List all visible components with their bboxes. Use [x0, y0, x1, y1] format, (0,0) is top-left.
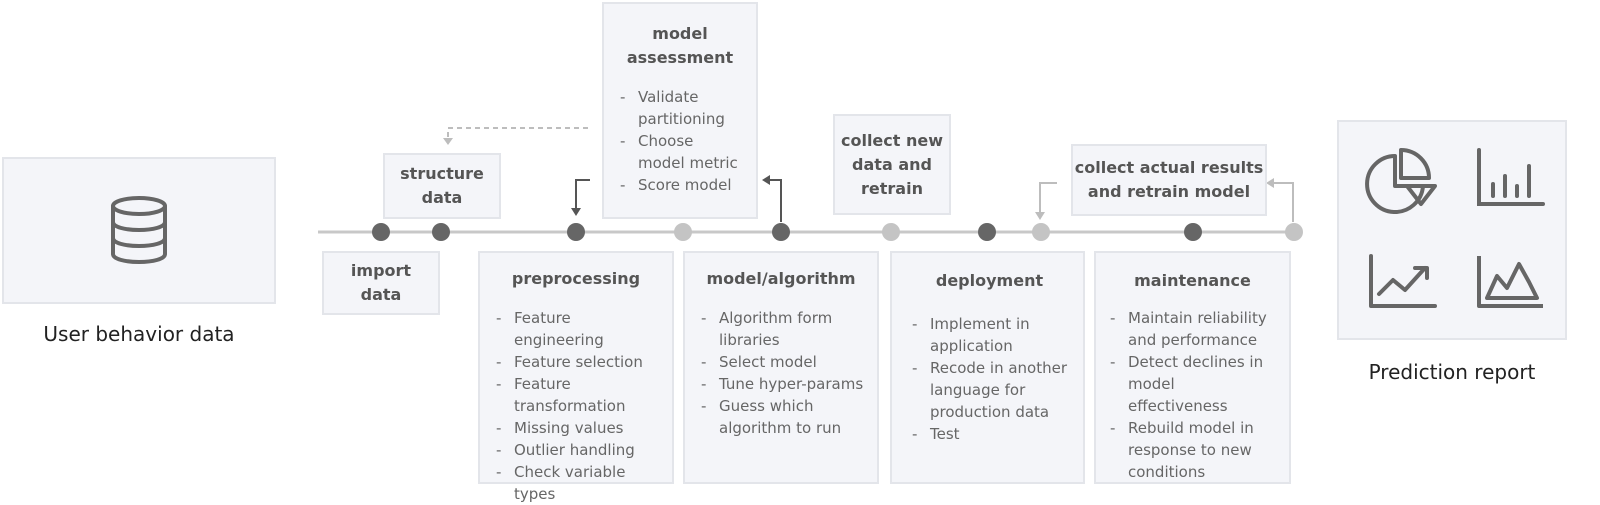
model-assessment-title: model assessment — [626, 24, 734, 67]
user-behavior-caption: User behavior data — [43, 322, 235, 346]
trend-line-icon — [1369, 254, 1437, 308]
list-item: Feature transformation — [492, 373, 660, 417]
model-assessment-box: model assessment Validate partitioning C… — [602, 2, 758, 219]
list-item: Score model — [616, 174, 744, 196]
structure-data-box: structure data — [383, 153, 501, 219]
database-icon — [111, 195, 167, 264]
list-item: Choose model metric — [616, 130, 744, 174]
maintenance-list: Maintain reliability and performance Det… — [1106, 307, 1279, 483]
maintenance-title: maintenance — [1134, 271, 1251, 290]
timeline-dot — [567, 223, 585, 241]
timeline-dot — [372, 223, 390, 241]
dashed-feedback-arrow — [447, 127, 588, 140]
assessment-return-arrow — [768, 179, 782, 222]
timeline-dot — [674, 223, 692, 241]
bar-chart-icon — [1477, 148, 1545, 206]
collect-new-data-box: collect new data and retrain — [833, 114, 951, 215]
timeline-dot — [1184, 223, 1202, 241]
list-item: Outlier handling — [492, 439, 660, 461]
preprocessing-title: preprocessing — [511, 269, 641, 288]
results-return-arrow — [1272, 182, 1294, 222]
prediction-report-caption: Prediction report — [1368, 360, 1536, 384]
timeline-dot — [1285, 223, 1303, 241]
list-item: Recode in another language for productio… — [908, 357, 1071, 423]
list-item: Rebuild model in response to new conditi… — [1106, 417, 1279, 483]
list-item: Maintain reliability and performance — [1106, 307, 1279, 351]
list-item: Missing values — [492, 417, 660, 439]
list-item: Test — [908, 423, 1071, 445]
timeline-dot — [772, 223, 790, 241]
area-chart-icon — [1477, 256, 1543, 308]
collect-new-data-title: collect new data and retrain — [840, 130, 944, 198]
list-item: Guess which algorithm to run — [697, 395, 865, 439]
list-item: Algorithm form libraries — [697, 307, 865, 351]
deployment-title: deployment — [935, 271, 1044, 290]
deployment-list: Implement in application Recode in anoth… — [908, 313, 1071, 445]
deployment-box: deployment Implement in application Reco… — [890, 251, 1085, 484]
preprocessing-box: preprocessing Feature engineering Featur… — [478, 251, 674, 503]
prediction-report-panel — [1337, 120, 1567, 340]
timeline-dot — [1032, 223, 1050, 241]
assessment-entry-arrow — [575, 179, 590, 212]
collect-actual-results-title: collect actual results and retrain model — [1074, 158, 1264, 201]
model-assessment-list: Validate partitioning Choose model metri… — [616, 86, 744, 196]
list-item: Select model — [697, 351, 865, 373]
timeline-dot — [432, 223, 450, 241]
model-algorithm-box: model/algorithm Algorithm form libraries… — [683, 251, 879, 484]
structure-data-title: structure data — [400, 164, 484, 207]
list-item: Check variable types — [492, 461, 660, 505]
timeline-dot — [882, 223, 900, 241]
maintenance-box: maintenance Maintain reliability and per… — [1094, 251, 1291, 484]
list-item: Detect declines in model effectiveness — [1106, 351, 1279, 417]
list-item: Tune hyper-params — [697, 373, 865, 395]
list-item: Feature engineering — [492, 307, 660, 351]
list-item: Implement in application — [908, 313, 1071, 357]
timeline-connectors — [318, 127, 1303, 241]
results-entry-arrow — [1039, 182, 1057, 216]
model-algorithm-title: model/algorithm — [706, 269, 856, 288]
collect-actual-results-box: collect actual results and retrain model — [1071, 144, 1267, 216]
user-behavior-panel — [2, 157, 276, 304]
import-data-title: import data — [350, 261, 412, 304]
list-item: Feature selection — [492, 351, 660, 373]
model-algorithm-list: Algorithm form libraries Select model Tu… — [697, 307, 865, 439]
list-item: Validate partitioning — [616, 86, 744, 130]
pie-chart-icon — [1365, 148, 1437, 214]
import-data-box: import data — [322, 251, 440, 315]
timeline-dot — [978, 223, 996, 241]
preprocessing-list: Feature engineering Feature selection Fe… — [492, 307, 660, 505]
